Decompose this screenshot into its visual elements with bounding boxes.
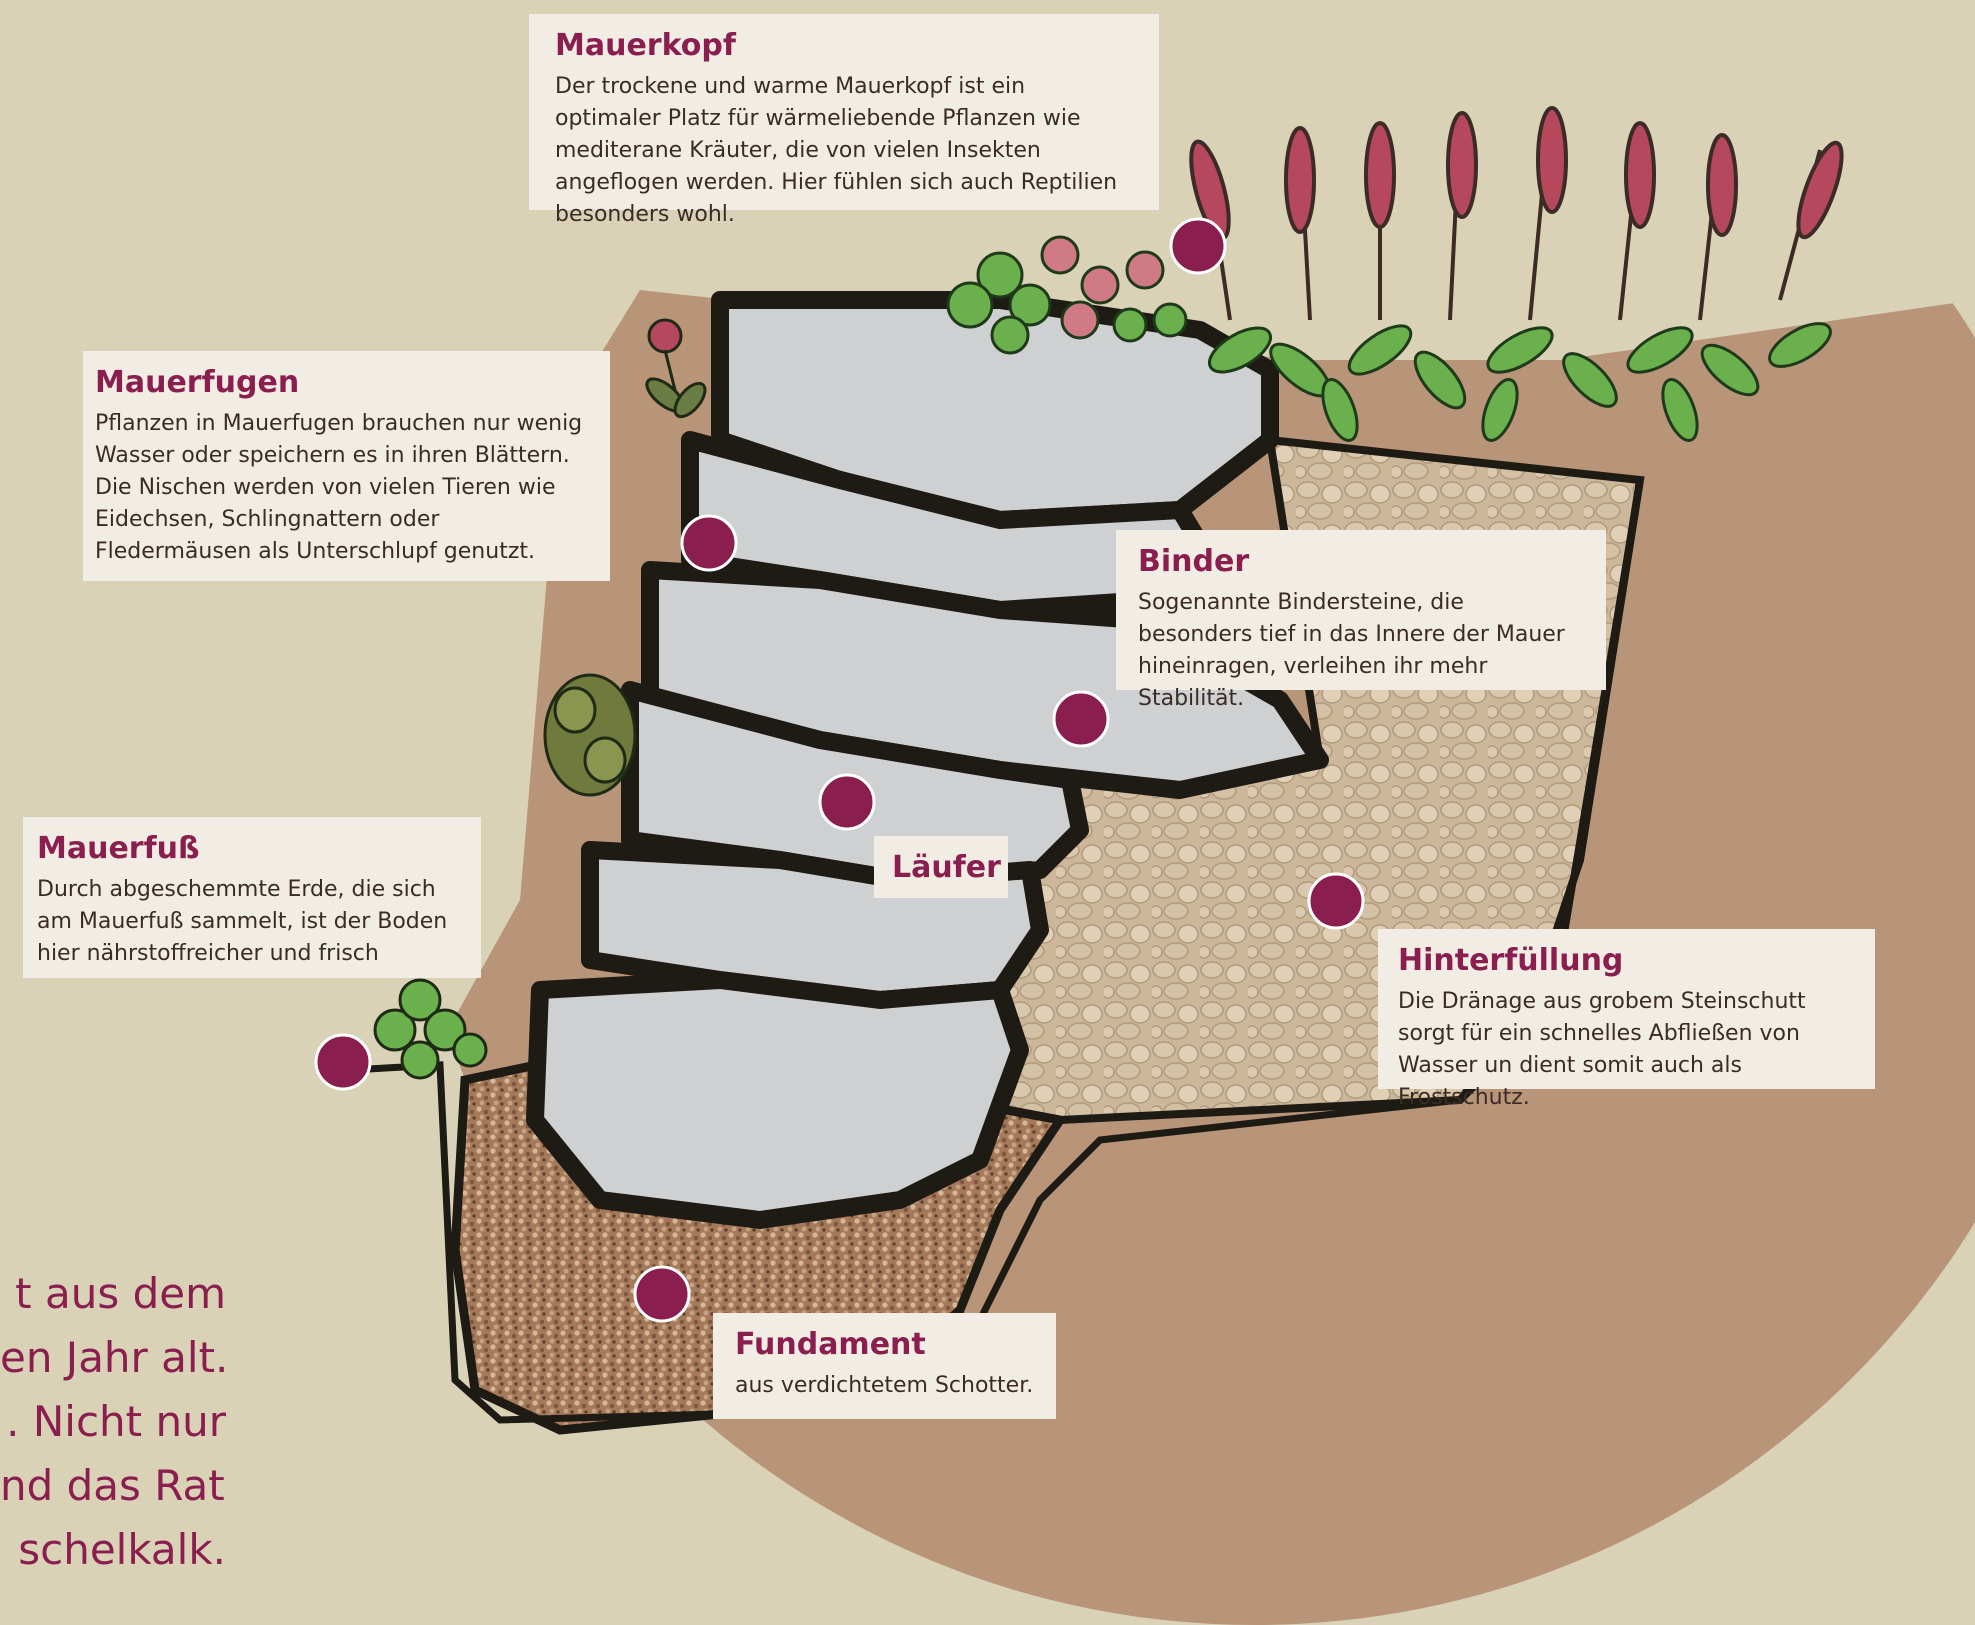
label-binder-title: Binder bbox=[1138, 544, 1584, 579]
marker-fundament bbox=[635, 1267, 689, 1321]
label-mauerkopf: Mauerkopf Der trockene und warme Mauerko… bbox=[529, 14, 1159, 210]
label-laeufer-title: Läufer bbox=[892, 850, 990, 885]
body-text-line: t aus dem bbox=[0, 1262, 226, 1326]
body-text-line: schelkalk. bbox=[0, 1518, 226, 1582]
label-hinterfuellung-title: Hinterfüllung bbox=[1398, 943, 1855, 978]
body-text-line: nd das Rat- bbox=[0, 1454, 226, 1518]
marker-mauerfugen bbox=[682, 516, 736, 570]
label-mauerfuss: Mauerfuß Durch abgeschemmte Erde, die si… bbox=[23, 817, 481, 978]
marker-binder bbox=[1054, 692, 1108, 746]
label-mauerkopf-text: Der trockene und warme Mauerkopf ist ein… bbox=[555, 71, 1133, 231]
label-hinterfuellung: Hinterfüllung Die Dränage aus grobem Ste… bbox=[1378, 929, 1875, 1089]
label-mauerfugen-title: Mauerfugen bbox=[95, 365, 598, 400]
label-hinterfuellung-text: Die Dränage aus grobem Steinschutt sorgt… bbox=[1398, 986, 1855, 1114]
marker-hinterfuellung bbox=[1309, 874, 1363, 928]
label-fundament: Fundament aus verdichtetem Schotter. bbox=[713, 1313, 1056, 1419]
label-laeufer: Läufer bbox=[874, 836, 1008, 898]
marker-laeufer bbox=[820, 775, 874, 829]
cropped-body-text: t aus dem en Jahr alt. . Nicht nur nd da… bbox=[0, 1262, 226, 1582]
body-text-line: en Jahr alt. bbox=[0, 1326, 226, 1390]
body-text-line: . Nicht nur bbox=[0, 1390, 226, 1454]
label-binder-text: Sogenannte Bindersteine, die besonders t… bbox=[1138, 587, 1584, 715]
label-mauerfuss-title: Mauerfuß bbox=[37, 831, 467, 866]
label-mauerfuss-text: Durch abgeschemmte Erde, die sich am Mau… bbox=[37, 874, 467, 970]
label-binder: Binder Sogenannte Bindersteine, die beso… bbox=[1116, 530, 1606, 690]
label-fundament-title: Fundament bbox=[735, 1327, 1034, 1362]
label-fundament-text: aus verdichtetem Schotter. bbox=[735, 1370, 1034, 1402]
label-mauerfugen: Mauerfugen Pflanzen in Mauerfugen brauch… bbox=[83, 351, 610, 581]
marker-mauerkopf bbox=[1171, 219, 1225, 273]
stone-base bbox=[535, 980, 1020, 1220]
label-mauerkopf-title: Mauerkopf bbox=[555, 28, 1133, 63]
marker-mauerfuss bbox=[316, 1035, 370, 1089]
label-mauerfugen-text: Pflanzen in Mauerfugen brauchen nur weni… bbox=[95, 408, 598, 568]
